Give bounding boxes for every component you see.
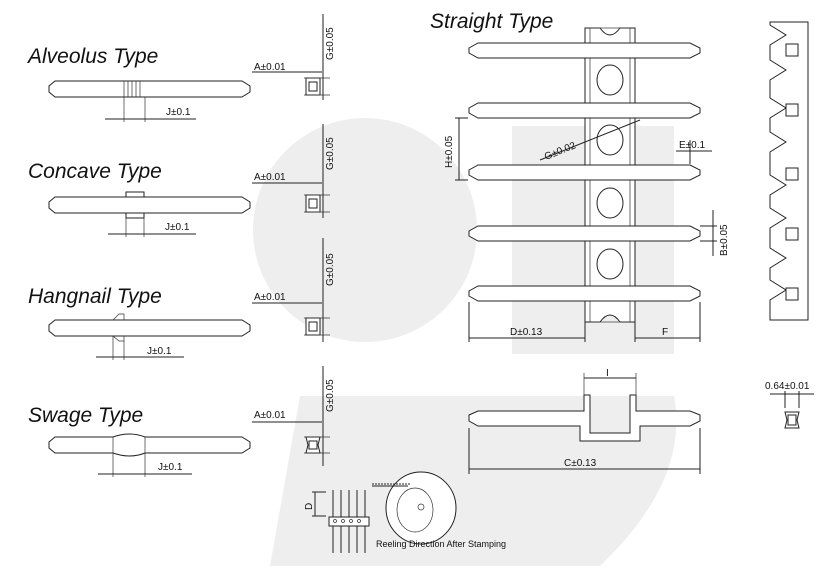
hangnail-dim-a: A±0.01 [254,292,286,303]
alveolus-dim-a: A±0.01 [254,62,286,73]
dim-f: F [662,327,668,338]
dim-e: E±0.1 [679,140,705,151]
alveolus-pin [48,80,251,122]
hangnail-dim-j: J±0.1 [147,346,172,357]
header-pins [312,490,370,553]
swage-dim-j: J±0.1 [158,462,183,473]
swage-pin [48,433,251,477]
reel [372,471,457,545]
alveolus-dim-j: J±0.1 [166,107,191,118]
concave-dim-g: G±0.05 [325,137,336,170]
alveolus-dim-g: G±0.05 [325,27,336,60]
reeling-note: Reeling Direction After Stamping [376,539,506,549]
title-alveolus: Alveolus Type [26,45,158,68]
swage-dim-a: A±0.01 [254,410,286,421]
concave-dim-a: A±0.01 [254,172,286,183]
hangnail-dim-g: G±0.05 [325,253,336,286]
side-strip [769,21,809,321]
section-alveolus [252,14,330,100]
straight-dims [455,117,717,342]
dim-width: 0.64±0.01 [765,381,810,392]
swage-dim-g: G±0.05 [325,379,336,412]
title-straight: Straight Type [430,10,553,33]
dim-b: B±0.05 [719,224,730,256]
title-swage: Swage Type [28,404,143,427]
section-concave [252,124,330,218]
dim-i: I [606,368,609,379]
dim-d-short: D [304,503,315,510]
dim-c: C±0.13 [564,458,597,469]
concave-pin [48,191,251,237]
section-hangnail [252,238,330,342]
dim-d: D±0.13 [510,327,543,338]
strip-pins [468,42,701,302]
side-section [770,391,814,429]
hangnail-pin [48,313,251,360]
bent-pin [468,373,701,474]
title-concave: Concave Type [28,160,162,183]
title-hangnail: Hangnail Type [28,285,162,308]
dim-h: H±0.05 [444,135,455,168]
concave-dim-j: J±0.1 [165,222,190,233]
section-swage [252,366,330,466]
